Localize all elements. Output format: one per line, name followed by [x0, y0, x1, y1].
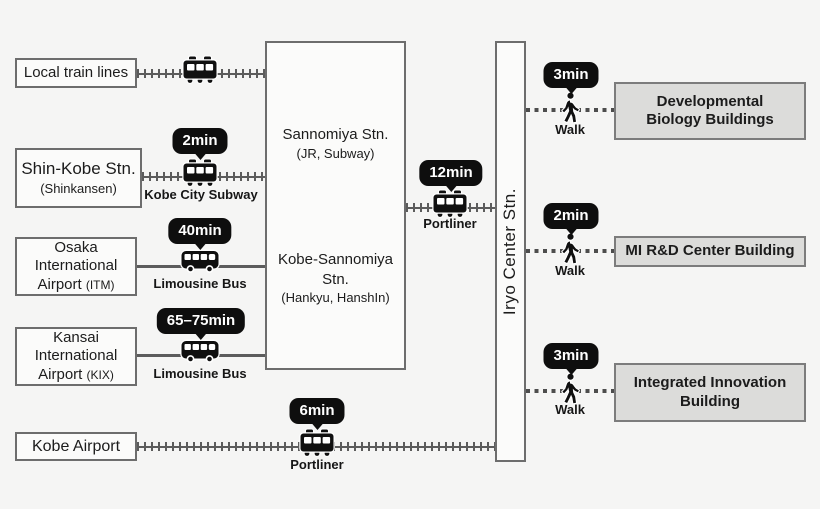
sannomiya-station-label: Sannomiya Stn. (JR, Subway): [267, 125, 404, 162]
node-developmental-biology-buildings: Developmental Biology Buildings: [614, 82, 806, 140]
train-icon: [181, 158, 219, 194]
node-sannomiya-stations: Sannomiya Stn. (JR, Subway) Kobe-Sannomi…: [265, 41, 406, 370]
pedestrian-icon: [559, 232, 581, 270]
kobe-sannomiya-station-label: Kobe-Sannomiya Stn. (Hankyu, HanshIn): [267, 250, 404, 307]
node-integrated-innovation-building: Integrated Innovation Building: [614, 363, 806, 422]
time-badge-bus-itm: 40min: [168, 218, 232, 244]
train-icon: [431, 189, 469, 225]
node-line2: Building: [680, 392, 740, 410]
node-line3: Airport (ITM): [37, 275, 115, 293]
time-badge-bus-kix: 65–75min: [156, 308, 246, 334]
node-label: Local train lines: [23, 63, 129, 81]
mode-label-walk-mird: Walk: [555, 263, 585, 278]
pedestrian-icon: [559, 91, 581, 129]
time-badge-portliner-sannomiya: 12min: [419, 160, 483, 186]
station-title: Kobe-Sannomiya Stn.: [277, 251, 394, 288]
pedestrian-icon: [559, 372, 581, 410]
node-line1: Developmental: [656, 92, 764, 110]
node-osaka-airport: Osaka International Airport (ITM): [15, 237, 137, 296]
node-line1: Integrated Innovation: [633, 374, 787, 392]
station-title: Sannomiya Stn.: [282, 126, 389, 143]
node-mi-rd-center-building: MI R&D Center Building: [614, 236, 806, 267]
train-icon: [181, 55, 219, 91]
mode-label-portliner-airport: Portliner: [290, 457, 344, 472]
station-title: Iryo Center Stn.: [500, 187, 520, 316]
time-badge-walk-integrated: 3min: [543, 343, 599, 369]
time-badge-walk-devbio: 3min: [543, 62, 599, 88]
node-shin-kobe-station: Shin-Kobe Stn. (Shinkansen): [15, 148, 142, 208]
node-kansai-airport: Kansai International Airport (KIX): [15, 327, 137, 386]
node-subtitle: (Shinkansen): [40, 180, 117, 196]
mode-label-walk-devbio: Walk: [555, 122, 585, 137]
station-subtitle: (Hankyu, HanshIn): [281, 290, 390, 305]
node-line2: Biology Buildings: [646, 111, 774, 128]
node-kobe-airport: Kobe Airport: [15, 432, 137, 461]
mode-label-kobe-city-subway: Kobe City Subway: [144, 187, 258, 202]
node-line1: Kansai: [53, 329, 99, 347]
node-label: MI R&D Center Building: [625, 242, 795, 260]
mode-label-portliner-sannomiya: Portliner: [423, 216, 477, 231]
mode-label-limousine-bus-kix: Limousine Bus: [153, 366, 247, 381]
node-line3: Airport (KIX): [38, 365, 114, 383]
time-badge-walk-mird: 2min: [543, 203, 599, 229]
node-line2: International: [34, 347, 118, 365]
time-badge-portliner-airport: 6min: [289, 398, 345, 424]
node-local-train-lines: Local train lines: [15, 58, 137, 88]
node-label: Kobe Airport: [31, 437, 121, 455]
node-line1: Osaka: [54, 239, 98, 257]
train-icon: [298, 428, 336, 464]
airport-code: (KIX): [86, 367, 114, 382]
node-line2: International: [34, 257, 118, 275]
bus-icon: [180, 339, 220, 370]
time-badge-subway: 2min: [172, 128, 228, 154]
bus-icon: [180, 249, 220, 280]
node-title: Shin-Kobe Stn.: [21, 159, 136, 179]
airport-code: (ITM): [85, 277, 115, 292]
mode-label-limousine-bus-itm: Limousine Bus: [153, 276, 247, 291]
station-subtitle: (JR, Subway): [296, 145, 375, 161]
node-iryo-center-station: Iryo Center Stn.: [495, 41, 526, 462]
mode-label-walk-integrated: Walk: [555, 402, 585, 417]
